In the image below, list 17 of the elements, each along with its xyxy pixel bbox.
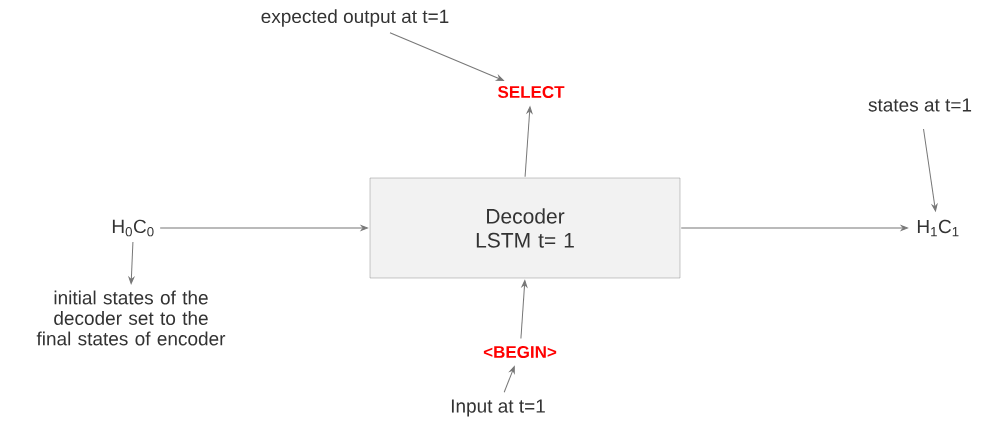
token-label: SELECT [497,86,565,99]
state-label: H$_{1}$C$_{1}$ [917,219,959,237]
arrow [128,241,135,285]
annotation-text: initial states of the decoder set to the final states of encoder [36,290,226,346]
token-label: <BEGIN> [483,346,557,359]
annotation-text: expected output at t=1 [261,9,449,27]
process-box: Decoder LSTM t= 1 [369,177,681,279]
arrow [524,106,533,178]
annotation-text: Input at t=1 [451,399,545,417]
annotation-text: states at t=1 [868,98,972,112]
arrow [503,366,515,393]
arrow [389,32,504,81]
state-label: H$_{0}$C$_{0}$ [112,219,154,237]
arrow [520,280,528,339]
arrow [680,225,908,231]
arrow [159,225,368,231]
arrow [923,128,938,212]
